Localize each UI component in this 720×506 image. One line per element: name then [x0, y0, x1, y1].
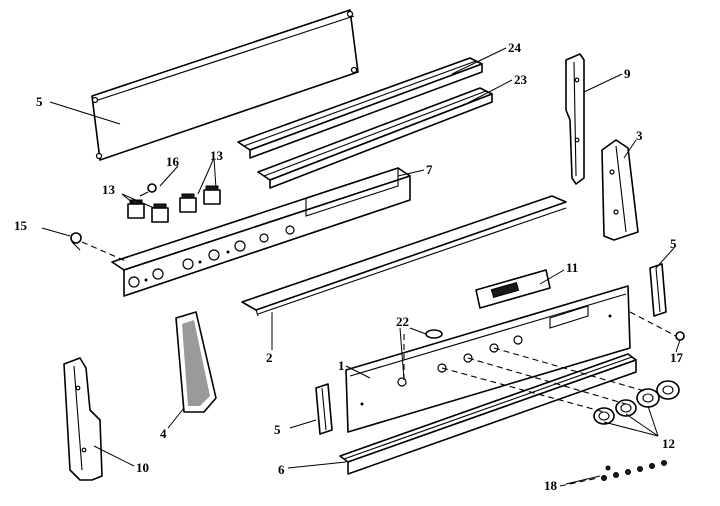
- callout-23: 23: [514, 72, 528, 87]
- callout-1: 1: [338, 358, 345, 373]
- part-7-control-panel-backing: [111, 167, 411, 297]
- callout-3: 3: [636, 128, 643, 143]
- part-15-screw: [70, 232, 82, 251]
- part-18-screws: [601, 460, 667, 481]
- part-8-rear-panel: [91, 9, 359, 161]
- callout-13-right: 13: [210, 148, 224, 163]
- callout-4: 4: [160, 426, 167, 441]
- callout-10: 10: [136, 460, 149, 475]
- callout-8: 5: [36, 94, 43, 109]
- part-4-end-cap: [175, 311, 217, 413]
- callout-17: 17: [670, 350, 684, 365]
- callout-12: 12: [662, 436, 675, 451]
- part-10-side-bracket: [63, 357, 103, 481]
- leader-lines: [41, 47, 681, 485]
- callout-11: 11: [566, 260, 578, 275]
- part-5-strip-right: [649, 263, 667, 317]
- part-2-trim-strip: [241, 195, 567, 317]
- part-11-display-module: [475, 269, 551, 309]
- part-5-strip-left: [315, 383, 333, 435]
- part-16-clip: [139, 183, 157, 197]
- callout-5-left: 5: [274, 422, 281, 437]
- callout-2: 2: [266, 350, 273, 365]
- callout-9: 9: [624, 66, 631, 81]
- callout-18: 18: [544, 478, 558, 493]
- part-3-end-cap: [601, 139, 639, 241]
- callout-15: 15: [14, 218, 28, 233]
- part-23-channel: [257, 87, 493, 189]
- part-13-switch-group-left: [127, 199, 169, 223]
- callout-24: 24: [508, 40, 522, 55]
- callout-6: 6: [278, 462, 285, 477]
- part-9-side-bracket: [565, 53, 585, 185]
- callout-5-right: 5: [670, 236, 677, 251]
- part-17-clip: [675, 331, 685, 341]
- callout-labels: 5 24 23 9 3 16 13 13 7 15 2 11 5 22 1 17…: [14, 40, 684, 493]
- callout-16: 16: [166, 154, 180, 169]
- part-13-switch-group-right: [179, 185, 221, 213]
- callout-7: 7: [426, 162, 433, 177]
- callout-13-left: 13: [102, 182, 116, 197]
- part-12-knob-set: [593, 380, 680, 425]
- assembly-lines: [81, 241, 677, 487]
- part-24-channel: [237, 57, 483, 159]
- callout-22: 22: [396, 314, 409, 329]
- part-22-wire-clip: [409, 327, 443, 339]
